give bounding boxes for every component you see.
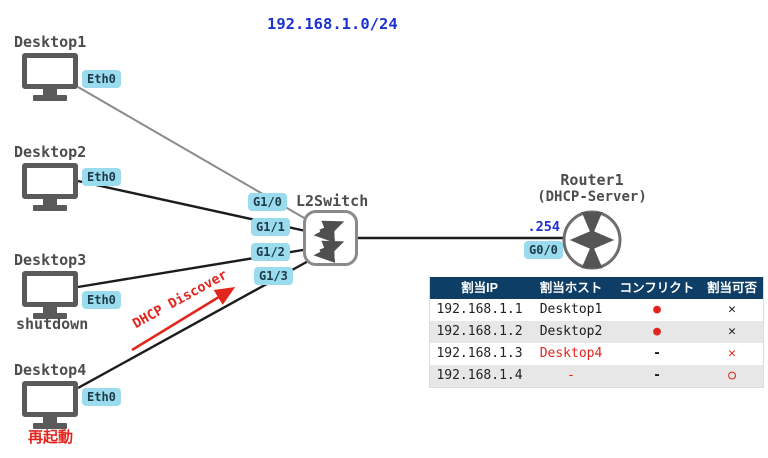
desktop2-node: Desktop2 Eth0	[14, 143, 144, 243]
monitor-icon	[22, 381, 78, 429]
subnet-label: 192.168.1.0/24	[267, 15, 398, 33]
availability-mark: ✕	[728, 302, 736, 317]
desktop1-name: Desktop1	[14, 33, 87, 51]
conflict-mark: -	[653, 368, 661, 383]
desktop2-name: Desktop2	[14, 143, 87, 161]
switch-port-g1-0-badge: G1/0	[248, 193, 287, 211]
desktop2-interface-badge: Eth0	[82, 168, 121, 186]
router-arrows-icon	[562, 210, 622, 270]
router-role: (DHCP-Server)	[537, 189, 647, 205]
switch-port-g1-1-badge: G1/1	[251, 218, 290, 236]
cell-ip: 192.168.1.4	[436, 368, 523, 383]
cell-host: Desktop1	[539, 302, 603, 317]
table-row: 192.168.1.2 Desktop2 ● ✕	[430, 321, 763, 343]
availability-mark: ○	[728, 368, 736, 383]
conflict-mark: -	[653, 346, 661, 361]
table-row: 192.168.1.1 Desktop1 ● ✕	[430, 299, 763, 321]
switch-name: L2Switch	[296, 192, 369, 210]
cell-host: Desktop2	[539, 324, 603, 339]
router-ip-label: .254	[527, 219, 560, 235]
switch-port-g1-2-badge: G1/2	[251, 243, 290, 261]
availability-mark: ✕	[728, 324, 736, 339]
availability-mark: ✕	[728, 346, 736, 361]
desktop1-interface-badge: Eth0	[82, 70, 121, 88]
l2switch-arrows-icon	[313, 220, 345, 263]
router-labels: Router1 (DHCP-Server)	[518, 171, 666, 206]
cell-ip: 192.168.1.3	[436, 346, 523, 361]
router-interface-badge: G0/0	[524, 241, 563, 259]
dhcp-assignment-table: 割当IP 割当ホスト コンフリクト 割当可否 192.168.1.1 Deskt…	[429, 277, 764, 388]
desktop3-node: Desktop3 Eth0 shutdown	[14, 251, 144, 351]
monitor-icon	[22, 53, 78, 101]
dhcp-discover-arrow	[131, 287, 236, 352]
table-header-row: 割当IP 割当ホスト コンフリクト 割当可否	[430, 277, 763, 299]
header-conflict: コンフリクト	[619, 281, 695, 295]
desktop4-interface-badge: Eth0	[82, 388, 121, 406]
desktop4-node: Desktop4 Eth0 再起動	[14, 361, 144, 458]
router-name: Router1	[560, 171, 624, 189]
desktop3-status-note: shutdown	[16, 315, 89, 333]
monitor-icon	[22, 163, 78, 211]
l2switch-node	[303, 210, 358, 266]
header-assigned-host: 割当ホスト	[539, 281, 603, 295]
desktop1-node: Desktop1 Eth0	[14, 33, 144, 133]
cell-ip: 192.168.1.2	[436, 324, 523, 339]
header-assigned-ip: 割当IP	[461, 281, 498, 295]
monitor-icon	[22, 271, 78, 319]
desktop3-interface-badge: Eth0	[82, 291, 121, 309]
table-row: 192.168.1.3 Desktop4 - ✕	[430, 343, 763, 365]
cell-host: Desktop4	[539, 346, 603, 361]
desktop4-name: Desktop4	[14, 361, 87, 379]
switch-port-g1-3-badge: G1/3	[254, 267, 293, 285]
router-node	[560, 208, 624, 276]
conflict-mark: ●	[653, 302, 661, 317]
conflict-mark: ●	[653, 324, 661, 339]
cell-host: -	[567, 368, 575, 383]
cell-ip: 192.168.1.1	[436, 302, 523, 317]
header-assignability: 割当可否	[706, 281, 757, 295]
desktop3-name: Desktop3	[14, 251, 87, 269]
desktop4-status-note: 再起動	[28, 429, 74, 446]
table-row: 192.168.1.4 - - ○	[430, 365, 763, 387]
